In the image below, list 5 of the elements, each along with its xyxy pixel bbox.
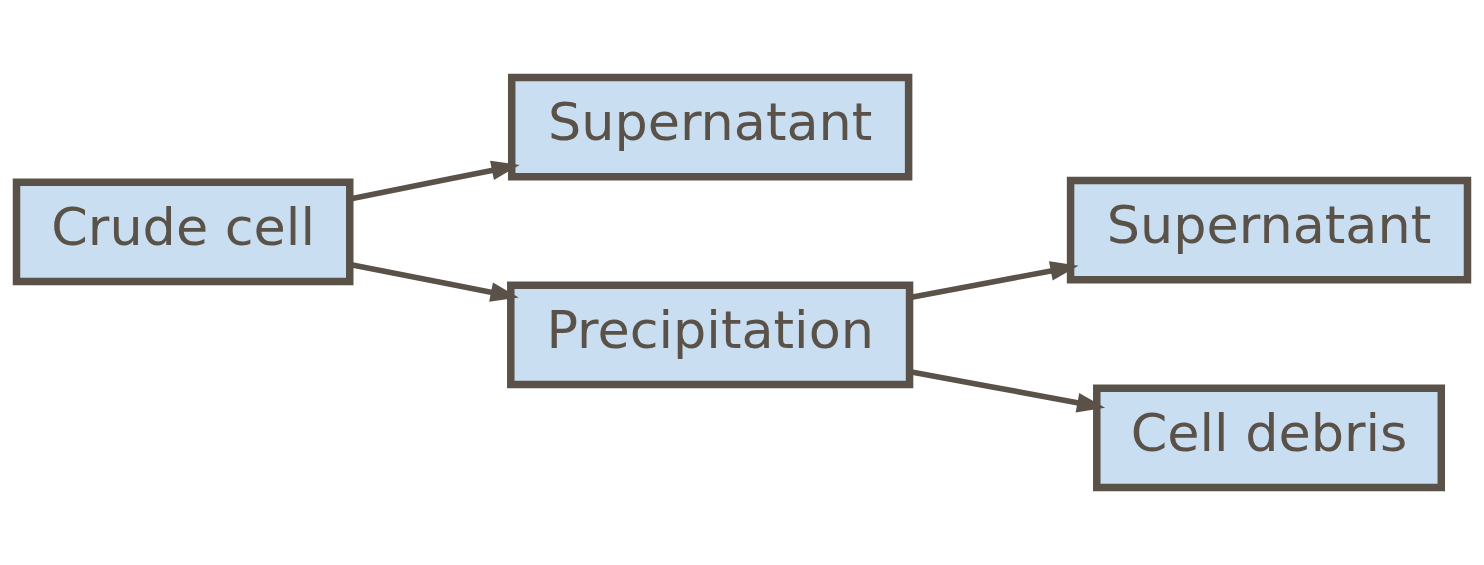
- node-box: Crude cell: [12, 178, 354, 286]
- node-box: Supernatant: [507, 73, 913, 181]
- node-box: Precipitation: [507, 281, 914, 389]
- node-box: Cell debris: [1093, 384, 1446, 492]
- node-box: Supernatant: [1066, 176, 1472, 284]
